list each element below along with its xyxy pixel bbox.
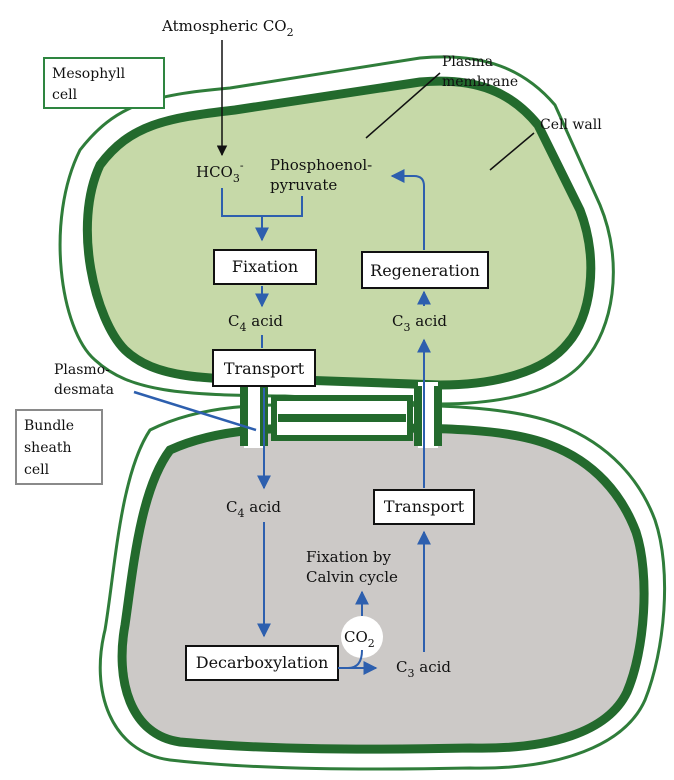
bundle-sheath-label-line3: cell — [24, 462, 50, 478]
bundle-sheath-plasma-membrane — [117, 423, 649, 754]
co2-label: CO2 — [344, 628, 375, 650]
regeneration-label: Regeneration — [370, 261, 480, 280]
mesophyll-plasma-membrane — [82, 76, 596, 390]
c3-acid-top-label: C3 acid — [392, 312, 447, 334]
transport-bottom-label: Transport — [384, 497, 465, 516]
pep-label-line2: pyruvate — [270, 176, 337, 194]
c3-acid-bottom-label: C3 acid — [396, 658, 451, 680]
bundle-sheath-label-box — [15, 409, 103, 485]
transport-top-box — [212, 349, 316, 387]
cell-wall-label: Cell wall — [540, 117, 602, 133]
plasmodesmata-label-line1: Plasmo- — [54, 362, 110, 378]
c4-acid-top-label: C4 acid — [228, 312, 283, 334]
transport-top-label: Transport — [224, 359, 305, 378]
hco3-label: HCO3- — [196, 159, 244, 185]
fixation-calvin-label-line2: Calvin cycle — [306, 568, 398, 586]
plasma-membrane-leader — [365, 72, 441, 139]
decarboxylation-label: Decarboxylation — [196, 653, 329, 672]
co2-bubble — [341, 616, 383, 658]
cell-wall-leader — [489, 132, 535, 171]
plasma-membrane-label-line1: Plasma — [442, 54, 493, 70]
pep-label-line1: Phosphoenol- — [270, 156, 372, 174]
transport-bottom-box — [373, 489, 475, 525]
plasmodesmata-leader — [133, 390, 257, 432]
mesophyll-label-line1: Mesophyll — [52, 66, 126, 82]
plasmodesma-left — [244, 382, 264, 448]
bundle-sheath-label-line1: Bundle — [24, 418, 74, 434]
c4-acid-bottom-label: C4 acid — [226, 498, 281, 520]
mesophyll-label-line2: cell — [52, 87, 78, 103]
fixation-calvin-label-line1: Fixation by — [306, 548, 391, 566]
regeneration-to-pep-arrow — [390, 169, 425, 250]
atmospheric-co2-label: Atmospheric CO2 — [161, 17, 294, 39]
fixation-box — [213, 249, 317, 285]
regeneration-box — [361, 251, 489, 289]
bundle-sheath-label-line2: sheath — [24, 440, 71, 456]
mesophyll-label-box — [43, 57, 165, 109]
plasmodesmata-label-line2: desmata — [54, 382, 114, 398]
decarboxylation-box — [185, 645, 339, 681]
plasma-membrane-label-line2: membrane — [442, 74, 518, 90]
decarboxylation-to-co2-line — [347, 649, 363, 669]
fixation-label: Fixation — [232, 257, 298, 276]
